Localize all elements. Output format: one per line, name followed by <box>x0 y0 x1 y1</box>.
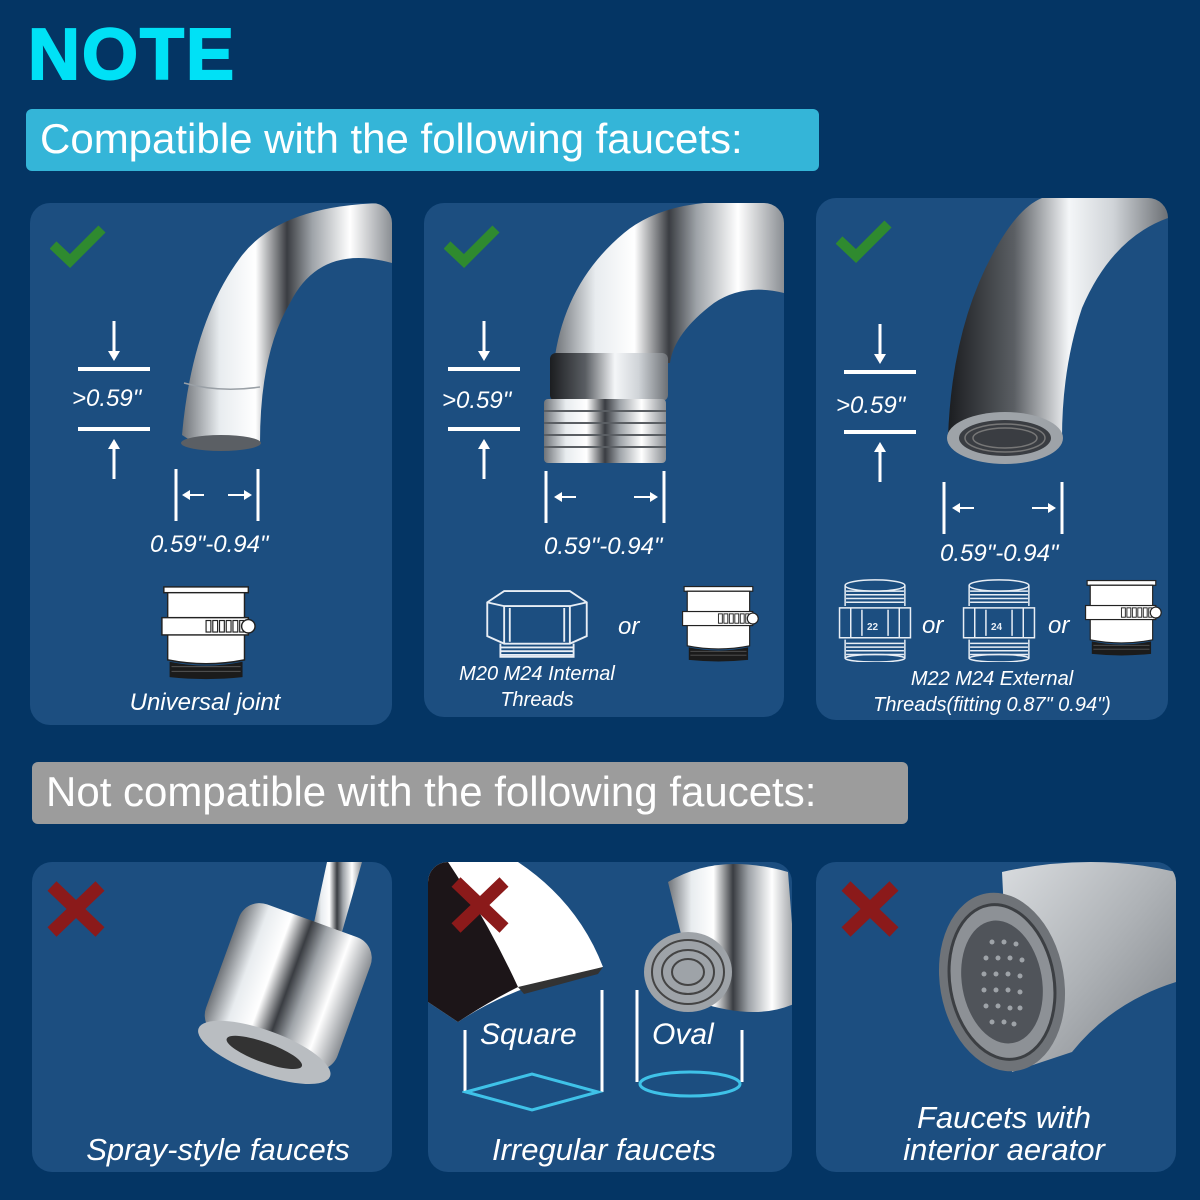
card-caption-line-2: Threads(fitting 0.87" 0.94") <box>873 694 1111 716</box>
not-compatible-card-interior-aerator: Faucets with interior aerator <box>816 862 1176 1172</box>
compatible-card-external-threads: >0.59" 0.59"-0.94" 22 or 24 or M22 M24 E… <box>816 198 1168 720</box>
width-dimension <box>942 482 1064 534</box>
compatible-card-universal-joint: >0.59" 0.59"-0.94" Universal joint <box>30 203 392 725</box>
universal-joint-adapter-icon <box>1084 578 1162 658</box>
width-label: 0.59"-0.94" <box>150 531 269 558</box>
card-caption: Irregular faucets <box>492 1132 716 1167</box>
height-dimension <box>844 324 916 484</box>
cross-icon <box>47 881 105 937</box>
cross-icon <box>451 877 509 933</box>
height-label: >0.59" <box>72 385 142 412</box>
width-label: 0.59"-0.94" <box>940 540 1059 567</box>
or-label: or <box>1048 612 1070 639</box>
width-label: 0.59"-0.94" <box>544 533 663 560</box>
card-caption-line-1: Faucets with <box>916 1100 1091 1135</box>
compatible-banner: Compatible with the following faucets: <box>26 109 819 171</box>
oval-spout-image <box>644 864 792 1012</box>
threaded-spout-image <box>947 198 1168 464</box>
internal-thread-adapter-icon <box>476 585 598 661</box>
card-caption-line-2: interior aerator <box>903 1132 1105 1167</box>
or-label: or <box>922 612 944 639</box>
width-dimension <box>544 471 666 523</box>
compatible-card-internal-threads: >0.59" 0.59"-0.94" or M20 M24 Internal T… <box>424 203 784 717</box>
universal-joint-adapter-icon <box>156 585 260 681</box>
elbow-spout-image <box>544 203 784 463</box>
adapter-size-label: 22 <box>867 622 879 633</box>
width-dimension <box>174 469 260 521</box>
card-caption-line-1: M20 M24 Internal <box>459 663 615 685</box>
not-compatible-banner: Not compatible with the following faucet… <box>32 762 908 824</box>
external-thread-22-adapter-icon: 22 <box>836 578 914 662</box>
height-label: >0.59" <box>836 392 906 419</box>
height-dimension <box>78 321 150 481</box>
oval-shape-icon <box>635 990 744 1098</box>
cross-icon <box>841 881 899 937</box>
page-title: NOTE <box>27 14 237 96</box>
square-shape-icon <box>462 990 604 1112</box>
shape-label-square: Square <box>480 1018 577 1051</box>
universal-joint-adapter-icon <box>678 585 762 663</box>
check-icon <box>50 225 106 268</box>
adapter-size-label: 24 <box>991 622 1003 633</box>
height-label: >0.59" <box>442 387 512 414</box>
height-dimension <box>448 321 520 481</box>
card-caption: Universal joint <box>129 689 281 716</box>
shape-label-oval: Oval <box>652 1018 714 1051</box>
card-caption-line-1: M22 M24 External <box>910 668 1074 690</box>
aerator-faucet-image <box>938 862 1176 1072</box>
not-compatible-card-irregular: Square Oval Irregular faucets <box>428 862 792 1172</box>
card-caption-line-2: Threads <box>500 689 574 711</box>
not-compatible-card-spray-style: Spray-style faucets <box>32 862 392 1172</box>
spray-faucet-image <box>198 862 372 1085</box>
check-icon <box>836 220 892 263</box>
card-caption: Spray-style faucets <box>86 1132 350 1167</box>
check-icon <box>444 225 500 268</box>
or-label: or <box>618 613 640 640</box>
curved-spout-image <box>181 203 392 451</box>
external-thread-24-adapter-icon: 24 <box>960 578 1038 662</box>
